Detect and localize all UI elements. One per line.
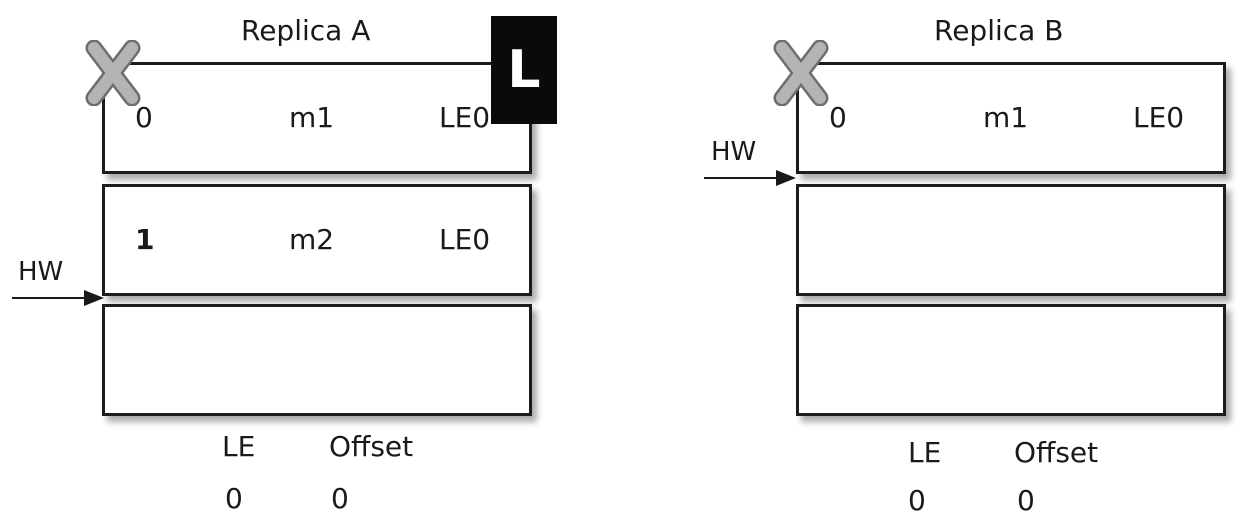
- le-value: 0: [908, 484, 926, 517]
- leader-badge: L: [491, 16, 557, 124]
- replica-a: Replica A 0 m1 LE0 1 m2 LE0 L HW LE Offs…: [0, 0, 560, 524]
- entry-offset: 1: [135, 223, 155, 256]
- le-header: LE: [222, 430, 256, 463]
- entry-epoch: LE0: [1133, 101, 1185, 134]
- x-mark-icon: [85, 40, 141, 106]
- log-entry: [102, 304, 532, 416]
- entry-epoch: LE0: [439, 223, 491, 256]
- entry-message: m1: [289, 101, 335, 134]
- arrow-right-icon: [12, 290, 104, 306]
- le-value: 0: [225, 482, 243, 515]
- entry-epoch: LE0: [439, 101, 491, 134]
- entry-message: m1: [983, 101, 1029, 134]
- offset-header: Offset: [329, 430, 414, 463]
- log-entry: 0 m1 LE0: [102, 62, 532, 174]
- entry-offset: 0: [135, 101, 153, 134]
- replica-b: Replica B 0 m1 LE0 HW LE Offset 0 0: [694, 0, 1254, 524]
- arrow-right-icon: [704, 170, 796, 186]
- log-entry: 0 m1 LE0: [796, 62, 1226, 174]
- replica-title: Replica B: [934, 14, 1064, 47]
- offset-header: Offset: [1014, 436, 1099, 469]
- log-entry: [796, 304, 1226, 416]
- hw-label: HW: [711, 137, 757, 167]
- le-header: LE: [908, 436, 942, 469]
- hw-label: HW: [18, 257, 64, 287]
- offset-value: 0: [1017, 484, 1035, 517]
- log-entry: [796, 184, 1226, 296]
- replica-title: Replica A: [241, 14, 371, 47]
- offset-value: 0: [331, 482, 349, 515]
- entry-offset: 0: [829, 101, 847, 134]
- x-mark-icon: [773, 40, 829, 106]
- entry-message: m2: [289, 223, 335, 256]
- log-entry: 1 m2 LE0: [102, 184, 532, 296]
